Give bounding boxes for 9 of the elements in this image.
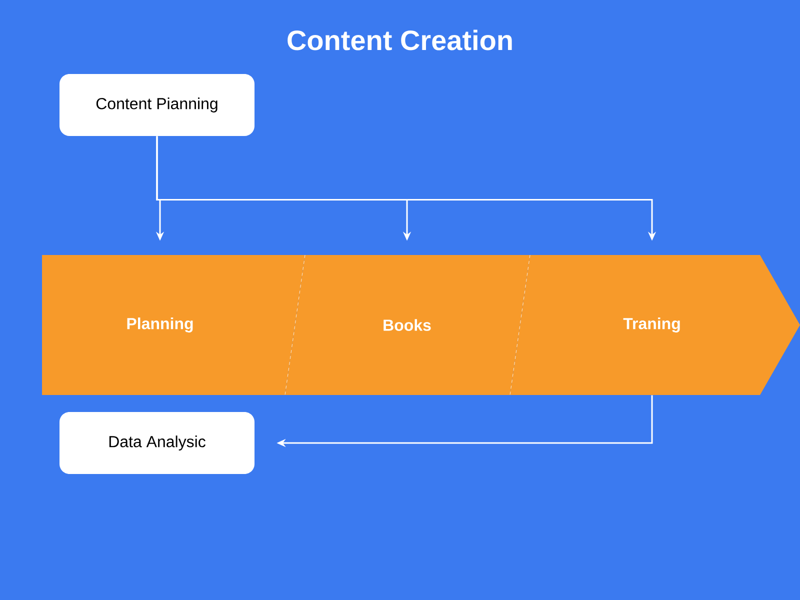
- chevron-segment: Planning: [42, 255, 305, 395]
- chevron-segment: Books: [285, 255, 530, 395]
- process-box: Data Analysic: [60, 412, 254, 474]
- chevron-segment: Traning: [510, 255, 800, 395]
- node-label: Traning: [623, 318, 680, 332]
- node-label: Planning: [127, 318, 193, 332]
- node-label: Books: [384, 319, 431, 331]
- title: Content Creation: [288, 30, 512, 50]
- process-box: Content Pianning: [60, 74, 254, 136]
